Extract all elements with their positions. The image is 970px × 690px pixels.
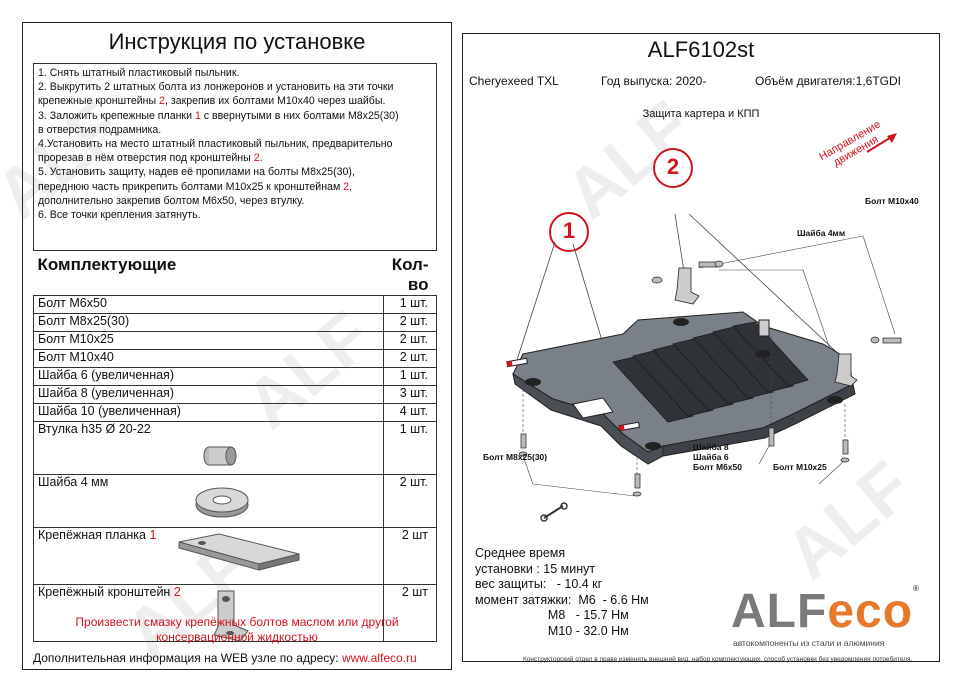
- callout-number: 2: [666, 154, 680, 179]
- part-name: Болт М10х25: [33, 331, 384, 350]
- part-qty: 2 шт: [383, 584, 437, 642]
- part-name: Болт М8х25(30): [33, 313, 384, 332]
- part-name: Шайба 8 (увеличенная): [33, 385, 384, 404]
- part-qty: 1 шт.: [383, 421, 437, 475]
- label-bolt-m6x50: Болт М6х50: [693, 462, 743, 472]
- website-link[interactable]: www.alfeco.ru: [341, 651, 417, 665]
- year: Год выпуска: 2020-: [601, 74, 707, 88]
- step-line: 6. Все точки крепления затянуть.: [38, 209, 201, 222]
- callout-circle-2: [653, 148, 693, 188]
- label-bolt-m10x25: Болт М10х25: [773, 462, 827, 472]
- callout-number: 1: [562, 218, 576, 243]
- part-name: Болт М6х50: [33, 295, 384, 314]
- label-washer-6: Шайба 6: [693, 452, 729, 462]
- lubrication-warning: Произвести смазку крепёжных болтов масло…: [75, 615, 399, 644]
- step-line: крепежные кронштейны 2, закрепив их болт…: [38, 95, 386, 108]
- diagram-panel: ALF6102st Cheryexeed TXL Год выпуска: 20…: [462, 33, 940, 663]
- label-washer-4mm: Шайба 4мм: [797, 228, 846, 238]
- part-qty: 2 шт.: [383, 349, 437, 368]
- part-qty: 2 шт.: [383, 331, 437, 350]
- brand-logo: ALFeco® автокомпоненты из стали и алюмин…: [731, 584, 919, 648]
- skid-plate-drawing: [506, 213, 902, 497]
- instruction-steps: 1. Снять штатный пластиковый пыльник. 2.…: [33, 63, 437, 251]
- bushing-icon: [203, 446, 237, 466]
- callout-circle-1: [549, 212, 589, 252]
- mounting-plate-icon: [178, 533, 300, 571]
- part-name: Шайба 4 мм: [38, 475, 109, 489]
- callout-number: 2: [173, 585, 181, 599]
- step-line: 2. Выкрутить 2 штатных болта из лонжерон…: [38, 81, 394, 94]
- instruction-panel: Инструкция по установке 1. Снять штатный…: [22, 22, 452, 670]
- step-line: в отверстия подрамника.: [38, 123, 162, 136]
- part-qty: 3 шт.: [383, 385, 437, 404]
- step-line: 1. Снять штатный пластиковый пыльник.: [38, 67, 240, 79]
- part-qty: 1 шт.: [383, 295, 437, 314]
- diagram-subtitle: Защита картера и КПП: [642, 108, 760, 120]
- part-qty: 2 шт.: [383, 474, 437, 528]
- parts-header-qty: Кол-во: [383, 255, 437, 296]
- part-name: Крепёжная планка: [38, 528, 146, 542]
- step-line: переднюю часть прикрепить болтами М10х25…: [38, 180, 353, 193]
- part-name: Втулка h35 Ø 20-22: [38, 422, 151, 436]
- step-line: 5. Установить защиту, надев её пропилами…: [38, 166, 355, 179]
- part-name: Крепёжный кронштейн: [38, 585, 171, 599]
- part-qty: 4 шт.: [383, 403, 437, 422]
- label-washer-8: Шайба 8: [693, 442, 729, 452]
- step-line: дополнительно закрепив болтом М6х50, чер…: [38, 194, 305, 207]
- install-specs: Среднее время установки : 15 минут вес з…: [475, 546, 649, 638]
- web-info: Дополнительная информация на WEB узле по…: [33, 651, 417, 665]
- engine: Объём двигателя:1,6TGDI: [755, 74, 901, 88]
- part-name: Болт М10х40: [33, 349, 384, 368]
- direction-arrow-icon: [866, 133, 897, 153]
- part-qty: 2 шт: [383, 527, 437, 585]
- label-bolt-m10x40: Болт М10х40: [865, 196, 919, 206]
- part-qty: 2 шт.: [383, 313, 437, 332]
- parts-header-name: Комплектующие: [33, 255, 384, 296]
- bracket-icon: [213, 590, 249, 642]
- wrench-icon: [540, 502, 568, 522]
- logo-tagline: автокомпоненты из стали и алюминия: [733, 638, 885, 648]
- step-line: прорезав в нём отверстия под кронштейны …: [38, 152, 263, 165]
- part-qty: 1 шт.: [383, 367, 437, 386]
- part-name: Шайба 6 (увеличенная): [33, 367, 384, 386]
- disclaimer: Конструкторский отдел в праве изменять в…: [523, 656, 913, 663]
- part-name: Шайба 10 (увеличенная): [33, 403, 384, 422]
- instruction-title: Инструкция по установке: [108, 29, 366, 54]
- step-line: 4.Установить на место штатный пластиковы…: [38, 138, 393, 151]
- model-code: ALF6102st: [647, 37, 755, 62]
- car-model: Cheryexeed TXL: [469, 74, 559, 88]
- washer-icon: [195, 487, 249, 518]
- callout-number: 1: [149, 528, 157, 542]
- label-bolt-m8x25: Болт М8х25(30): [483, 452, 548, 462]
- step-line: 3. Заложить крепежные планки 1 с ввернут…: [38, 109, 399, 122]
